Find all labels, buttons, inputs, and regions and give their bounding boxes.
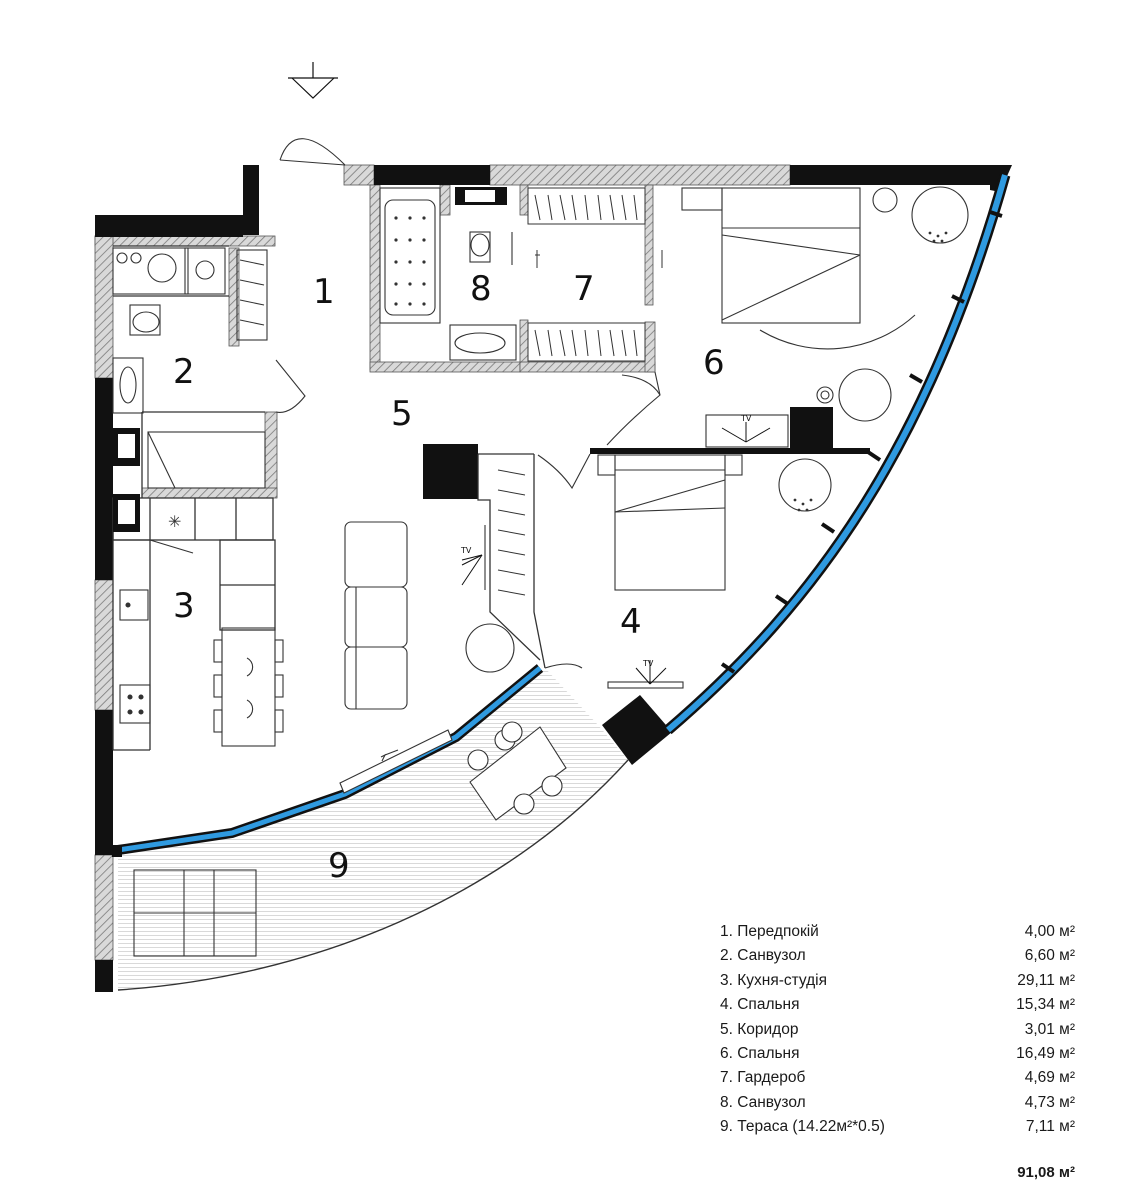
legend-row: 5. Коридор 3,01 м² (720, 1018, 1075, 1042)
solid-walls (95, 165, 1012, 992)
svg-text:✳: ✳ (168, 512, 181, 531)
room-number-7: 7 (573, 269, 595, 309)
kitchen-fixtures: ✳ (119, 512, 181, 724)
total-area: 91,08 м² (1017, 1164, 1075, 1181)
legend-row: 3. Кухня-студія 29,11 м² (720, 969, 1075, 993)
legend-row: 8. Санвузол 4,73 м² (720, 1091, 1075, 1115)
room-name: 6. Спальня (720, 1044, 800, 1062)
wardrobe-2 (497, 469, 526, 596)
tv-label: TV (460, 546, 472, 555)
bathroom-2-fixtures (112, 247, 268, 489)
room-number-6: 6 (703, 343, 725, 383)
terrace-glazing-glass (117, 666, 542, 853)
room-area: 4,69 м² (1024, 1069, 1075, 1087)
room-name: 3. Кухня-студія (720, 971, 828, 989)
room-number-4: 4 (620, 602, 642, 642)
entrance-marker-icon (288, 62, 338, 99)
room-name: 4. Спальня (720, 996, 800, 1014)
doors (149, 138, 661, 669)
tv-label: TV (642, 659, 654, 668)
dining-table (213, 627, 284, 747)
room-name: 8. Санвузол (720, 1093, 806, 1111)
legend-row: 6. Спальня 16,49 м² (720, 1042, 1075, 1066)
tv-icon (461, 422, 771, 685)
bathroom-8-fixtures (379, 187, 517, 361)
glazed-facade-glass (666, 174, 1008, 733)
sofa (344, 521, 408, 710)
room-area: 3,01 м² (1024, 1020, 1075, 1038)
hatched-walls (94, 164, 791, 961)
room-number-2: 2 (173, 352, 195, 392)
terrace-outer-edge (117, 759, 629, 991)
terrace-lounger (133, 869, 257, 957)
bed-room-6 (681, 186, 969, 448)
room-name: 1. Передпокій (720, 923, 819, 940)
sliding-door (339, 729, 453, 794)
room-name: 9. Тераса (14.22м²*0.5) (720, 1118, 885, 1136)
legend-row: 2. Санвузол 6,60 м² (720, 944, 1075, 968)
room-area: 6,60 м² (1024, 947, 1075, 965)
room-number-1: 1 (313, 272, 335, 312)
terrace-table (467, 721, 567, 821)
room-number-9: 9 (328, 846, 350, 886)
terrace-deck (118, 668, 628, 990)
facade-mullions (720, 210, 1003, 674)
interior-lines (112, 245, 546, 751)
room-number-8: 8 (470, 269, 492, 309)
room-number-3: 3 (173, 586, 195, 626)
bath-dots (394, 216, 426, 306)
room-area: 16,49 м² (1016, 1044, 1075, 1062)
room-area: 29,11 м² (1017, 971, 1075, 989)
wardrobe (527, 187, 663, 362)
legend-row: 7. Гардероб 4,69 м² (720, 1066, 1075, 1090)
room-number-5: 5 (391, 394, 413, 434)
room-name: 5. Коридор (720, 1020, 799, 1038)
room-area: 4,73 м² (1024, 1093, 1075, 1111)
room-area: 7,11 м² (1025, 1118, 1075, 1136)
legend-row: 1. Передпокій 4,00 м² (720, 920, 1075, 944)
tv-label: TV (740, 414, 752, 423)
bed-room-4 (465, 454, 832, 689)
room-area: 15,34 м² (1016, 996, 1075, 1014)
legend-row: 9. Тераса (14.22м²*0.5) 7,11 м² (720, 1115, 1075, 1139)
room-name: 7. Гардероб (720, 1069, 806, 1087)
room-name: 2. Санвузол (720, 947, 806, 965)
legend-row: 4. Спальня 15,34 м² (720, 993, 1075, 1017)
room-area: 4,00 м² (1024, 923, 1075, 940)
